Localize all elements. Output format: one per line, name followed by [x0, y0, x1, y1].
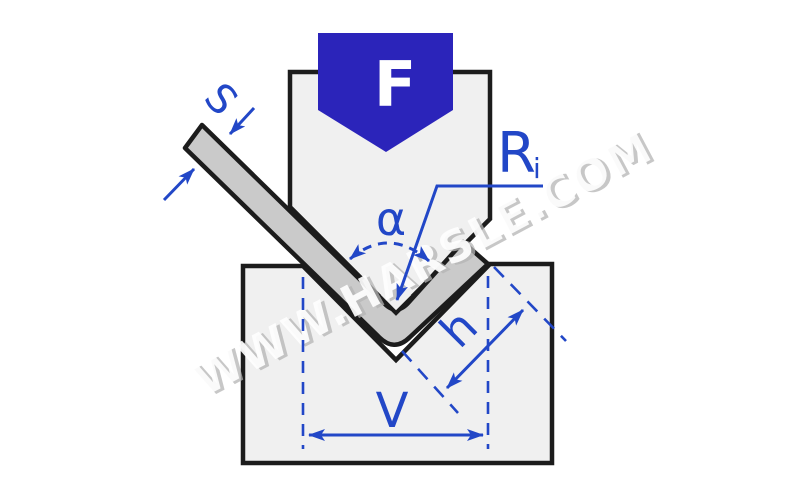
inner-radius-leader: [395, 184, 543, 301]
force-label: F: [374, 48, 416, 121]
bend-angle-label: α: [376, 192, 406, 246]
thickness-arrow-upper: [228, 106, 256, 136]
inner-radius-label: R: [497, 121, 536, 186]
die-opening-label: V: [376, 383, 409, 439]
die-height-reference-upper: [493, 266, 567, 342]
inner-radius-subscript: i: [533, 152, 541, 185]
die-height-arrow: [445, 308, 525, 390]
die-height-reference-lower: [401, 350, 459, 414]
force-arrow-icon: [318, 33, 453, 152]
thickness-label: S: [195, 75, 246, 125]
thickness-arrow-lower: [162, 167, 196, 202]
